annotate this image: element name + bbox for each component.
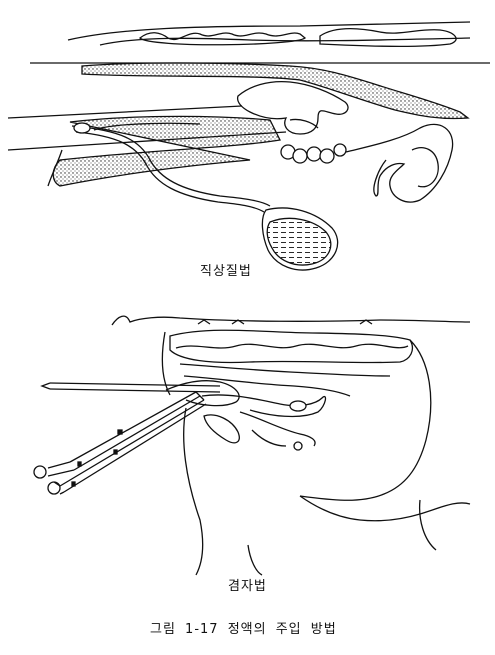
figure-caption: 그림 1-17 정액의 주입 방법 xyxy=(150,618,337,637)
forceps-illustration xyxy=(34,316,470,575)
rectovaginal-illustration xyxy=(8,22,490,270)
caption-forceps: 겸자법 xyxy=(228,575,267,594)
caption-rectovaginal: 직상질법 xyxy=(200,260,252,279)
